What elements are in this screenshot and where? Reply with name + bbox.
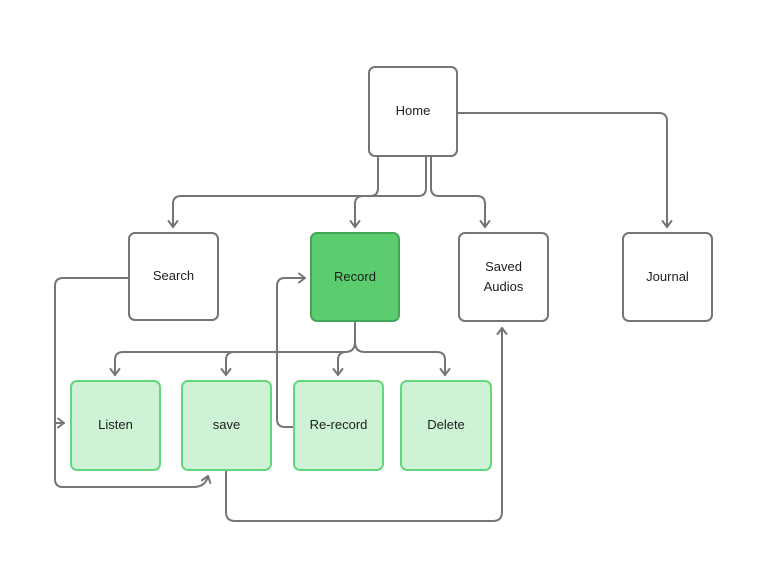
- edge-home-journal: [457, 112, 673, 228]
- edge-record-listen: [109, 321, 356, 376]
- edge-record-delete: [354, 321, 451, 376]
- edge-save-saved-audios: [225, 327, 508, 522]
- node-rerecord-label: Re-record: [309, 417, 368, 433]
- node-listen-label: Listen: [98, 417, 133, 433]
- edge-home-record: [349, 156, 427, 228]
- node-rerecord[interactable]: Re-record: [293, 380, 384, 471]
- node-save-label: save: [212, 417, 241, 433]
- edge-record-rerecord: [332, 351, 347, 376]
- edge-record-save: [220, 351, 235, 376]
- node-home-label: Home: [395, 103, 431, 119]
- edge-home-search: [167, 156, 379, 228]
- edge-home-saved-audios: [430, 156, 491, 228]
- node-saved-audios[interactable]: Saved Audios: [458, 232, 549, 322]
- node-saved-audios-label: Saved Audios: [483, 258, 524, 294]
- node-record-label: Record: [334, 268, 376, 284]
- node-listen[interactable]: Listen: [70, 380, 161, 471]
- node-search[interactable]: Search: [128, 232, 219, 321]
- edge-rerecord-record: [276, 272, 306, 428]
- edge-search-save: [54, 277, 212, 488]
- node-delete[interactable]: Delete: [400, 380, 492, 471]
- node-save[interactable]: save: [181, 380, 272, 471]
- node-record[interactable]: Record: [310, 232, 400, 322]
- node-delete-label: Delete: [427, 417, 465, 433]
- node-search-label: Search: [152, 268, 195, 284]
- node-journal[interactable]: Journal: [622, 232, 713, 322]
- node-journal-label: Journal: [646, 268, 689, 284]
- node-home[interactable]: Home: [368, 66, 458, 157]
